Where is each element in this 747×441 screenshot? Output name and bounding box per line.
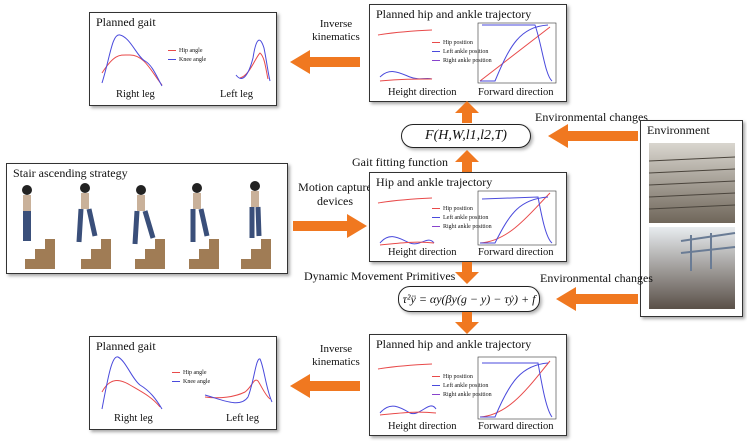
gait-function-formula: F(H,W,l1,l2,T) [401, 124, 531, 148]
hip-ankle-mid-plot [377, 190, 557, 246]
arrow-motion-capture [293, 214, 367, 238]
hip-ankle-bottom-title: Planned hip and ankle trajectory [376, 337, 532, 351]
arrow-down-bottom [455, 312, 479, 334]
arrow-env-bottom [556, 287, 638, 311]
env-changes-top-label: Environmental changes [535, 110, 648, 124]
legend-right-ankle: Right ankle position [443, 224, 492, 230]
planned-gait-top-right-leg: Right leg [116, 89, 155, 100]
inverse-kinematics-top-label: Inverse kinematics [312, 18, 360, 43]
hip-ankle-top-forward: Forward direction [478, 87, 554, 98]
planned-gait-top-plot [101, 34, 271, 87]
planned-gait-top-title: Planned gait [96, 15, 156, 29]
legend-knee-angle: Knee angle [183, 379, 211, 385]
stair-scene-3 [132, 185, 165, 269]
planned-gait-bottom-plot [101, 356, 273, 410]
stair-scene-4 [189, 183, 219, 269]
hip-ankle-mid-forward: Forward direction [478, 247, 554, 258]
inverse-kinematics-bottom-label: Inverse kinematics [312, 343, 360, 368]
stair-scene-5 [241, 181, 271, 269]
stair-strategy-box: Stair ascending strategy [6, 163, 288, 274]
dmp-equation: τ²ÿ = αy(βy(g − y) − τẏ) + f [398, 286, 540, 312]
arrow-down-mid [455, 262, 479, 284]
planned-gait-bottom-legend: Hip angle Knee angle [172, 369, 210, 387]
planned-gait-bottom-title: Planned gait [96, 339, 156, 353]
legend-hip-angle: Hip angle [179, 48, 203, 54]
planned-gait-top-legend: Hip angle Knee angle [168, 47, 206, 65]
env-changes-bottom-label: Environmental changes [540, 271, 653, 285]
dmp-label: Dynamic Movement Primitives [304, 269, 456, 283]
hip-ankle-bottom-height: Height direction [388, 421, 457, 432]
hip-ankle-top-height: Height direction [388, 87, 457, 98]
stair-strategy-title: Stair ascending strategy [13, 166, 128, 180]
legend-left-ankle: Left ankle position [443, 383, 489, 389]
stair-figures [22, 181, 271, 269]
arrow-env-top [548, 124, 638, 148]
arrow-left-top [290, 50, 360, 74]
hip-ankle-mid-box: Hip and ankle trajectory Hip position Le… [369, 172, 567, 262]
hip-ankle-top-plot [377, 22, 557, 84]
hip-ankle-mid-title: Hip and ankle trajectory [376, 175, 493, 189]
arrow-up-top [455, 101, 479, 123]
arrow-up-mid [455, 150, 479, 174]
hip-ankle-bottom-legend: Hip position Left ankle position Right a… [432, 373, 492, 400]
planned-gait-bottom-right-leg: Right leg [114, 413, 153, 424]
hip-ankle-mid-legend: Hip position Left ankle position Right a… [432, 205, 492, 232]
legend-right-ankle: Right ankle position [443, 58, 492, 64]
hip-ankle-top-title: Planned hip and ankle trajectory [376, 7, 532, 21]
legend-right-ankle: Right ankle position [443, 392, 492, 398]
planned-gait-bottom-left-leg: Left leg [226, 413, 259, 424]
hip-ankle-mid-height: Height direction [388, 247, 457, 258]
hip-ankle-bottom-forward: Forward direction [478, 421, 554, 432]
stair-scene-2 [76, 183, 111, 269]
legend-left-ankle: Left ankle position [443, 49, 489, 55]
gait-fitting-label: Gait fitting function [352, 155, 448, 169]
environment-photos [648, 143, 736, 309]
legend-hip-position: Hip position [443, 374, 473, 380]
legend-hip-position: Hip position [443, 206, 473, 212]
legend-hip-position: Hip position [443, 40, 473, 46]
hip-ankle-bottom-plot [377, 356, 557, 420]
motion-capture-label: Motion capture devices [298, 180, 372, 208]
planned-gait-bottom-box: Planned gait Hip angle Knee angle Right … [89, 336, 277, 430]
planned-gait-top-box: Planned gait Hip angle Knee angle Right … [89, 12, 277, 106]
legend-hip-angle: Hip angle [183, 370, 207, 376]
arrow-left-bottom [290, 374, 360, 398]
environment-box: Environment [640, 120, 743, 317]
environment-title: Environment [647, 123, 710, 137]
hip-ankle-top-box: Planned hip and ankle trajectory Hip pos… [369, 4, 567, 102]
stair-scene-1 [22, 185, 55, 269]
hip-ankle-top-legend: Hip position Left ankle position Right a… [432, 39, 492, 66]
legend-left-ankle: Left ankle position [443, 215, 489, 221]
legend-knee-angle: Knee angle [179, 57, 207, 63]
planned-gait-top-left-leg: Left leg [220, 89, 253, 100]
hip-ankle-bottom-box: Planned hip and ankle trajectory Hip pos… [369, 334, 567, 436]
